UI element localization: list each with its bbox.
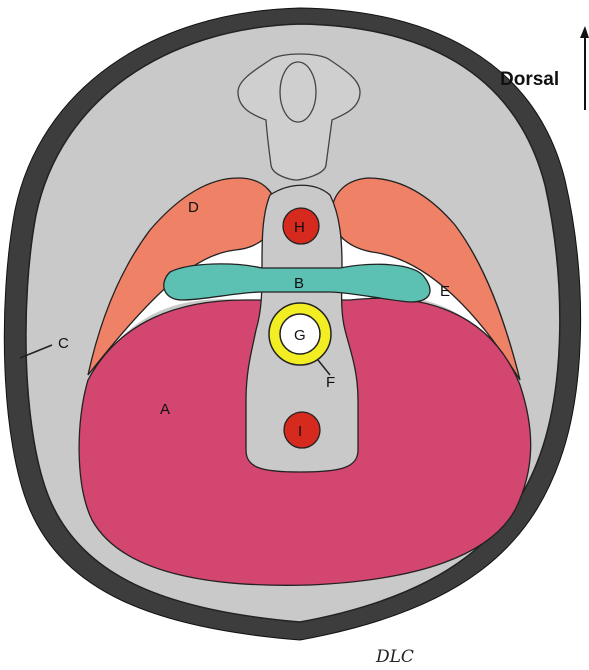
label-B: B (294, 275, 304, 292)
label-G: G (294, 327, 306, 344)
label-E: E (440, 283, 450, 300)
label-A: A (160, 401, 170, 418)
orientation-label: Dorsal (500, 69, 559, 90)
label-D: D (188, 199, 199, 216)
label-I: I (298, 423, 302, 440)
label-H: H (294, 219, 305, 236)
label-F: F (326, 374, 335, 391)
artist-signature: DLC (375, 647, 414, 667)
orientation-arrow-head-icon (580, 26, 589, 38)
label-C: C (58, 335, 69, 352)
vertebral-canal (280, 62, 316, 122)
